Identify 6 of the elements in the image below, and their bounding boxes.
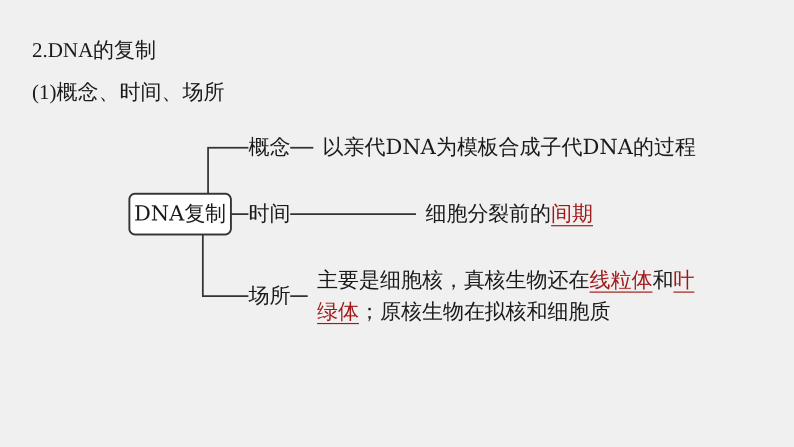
subtitle: (1)概念、时间、场所 <box>32 79 224 106</box>
description-text: 主要是细胞核，真核生物还在线粒体和叶绿体；原核生物在拟核和细胞质 <box>317 268 694 324</box>
slide-title: 2.DNA的复制 <box>32 37 156 64</box>
description-text: 以亲代DNA为模板合成子代DNA的过程 <box>322 135 696 160</box>
description-text: 细胞分裂前的间期 <box>425 202 594 226</box>
rounded-box: DNA复制 <box>128 192 232 236</box>
